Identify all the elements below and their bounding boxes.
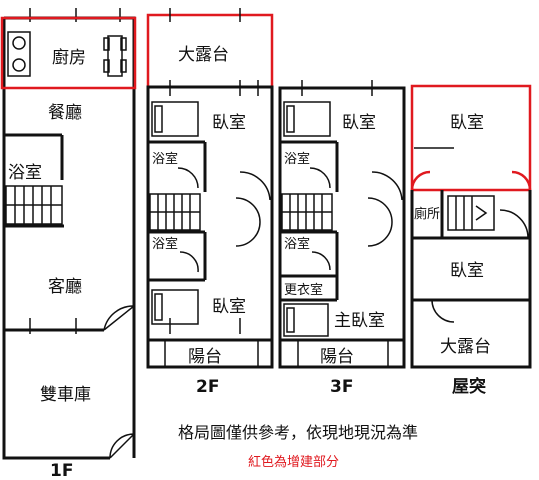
- pillow-icon: [286, 105, 295, 133]
- f1-kitchen-addition-outline: [0, 16, 137, 90]
- door-icon: [103, 305, 135, 331]
- door-icon: [309, 167, 331, 189]
- bed-icon: [151, 101, 199, 137]
- burner-icon: [12, 36, 26, 50]
- room-kitchen: 廚房: [52, 47, 86, 68]
- arrow-icon: [475, 205, 488, 221]
- room-bath: 浴室: [8, 163, 42, 183]
- chair-icon: [103, 59, 110, 73]
- addition-legend-note: 紅色為增建部分: [248, 454, 339, 470]
- floor-2f-plan: 大露台 臥室 浴室 浴室 臥室: [146, 8, 274, 397]
- floor-label-2f: 2F: [196, 377, 219, 397]
- dining-table-icon: [107, 35, 123, 77]
- door-icon: [239, 171, 271, 201]
- door-icon: [367, 197, 393, 247]
- f2-outer-wall: [146, 85, 274, 369]
- room-roof-bedroom-top: 臥室: [450, 113, 484, 133]
- floor-3f-plan: 臥室 浴室 浴室 更衣室 主臥室 陽台 3F: [278, 80, 406, 397]
- bed-icon: [283, 303, 329, 337]
- roof-bedroom-addition-outline: [410, 84, 532, 192]
- floor-1f-plan: 廚房 餐廳 浴室 客廳 雙車庫 1F: [0, 8, 137, 480]
- floor-roof-plan: 臥室 廁所 臥室 大露台 屋突: [410, 84, 532, 397]
- room-f3-closet: 更衣室: [284, 282, 323, 298]
- chair-icon: [103, 37, 110, 51]
- stove-icon: [7, 31, 31, 77]
- room-terrace: 大露台: [178, 45, 229, 65]
- door-icon: [499, 209, 529, 239]
- door-icon: [177, 167, 199, 189]
- floor-label-3f: 3F: [330, 377, 353, 397]
- room-garage: 雙車庫: [40, 385, 91, 405]
- room-bath-top: 浴室: [152, 151, 178, 167]
- chair-icon: [120, 37, 127, 51]
- chair-icon: [120, 59, 127, 73]
- room-f3-balcony: 陽台: [320, 347, 354, 367]
- room-roof-terrace: 大露台: [440, 337, 491, 357]
- door-icon: [371, 171, 403, 201]
- door-icon: [511, 170, 532, 191]
- door-icon: [410, 170, 431, 191]
- disclaimer-note: 格局圖僅供參考，依現地現況為準: [178, 423, 418, 442]
- door-icon: [431, 299, 455, 323]
- room-roof-toilet: 廁所: [414, 206, 440, 222]
- room-dining: 餐廳: [48, 103, 82, 123]
- pillow-icon: [154, 293, 163, 321]
- floor-label-roof: 屋突: [452, 376, 486, 397]
- f3-outer-wall: [278, 86, 406, 369]
- room-bath-mid: 浴室: [152, 236, 178, 252]
- roof-stairs-icon: [447, 195, 495, 231]
- room-f3-bath-mid: 浴室: [284, 236, 310, 252]
- room-roof-bedroom-mid: 臥室: [450, 261, 484, 281]
- pillow-icon: [286, 307, 295, 333]
- room-f3-master: 主臥室: [334, 311, 385, 331]
- room-f3-bath-top: 浴室: [284, 151, 310, 167]
- burner-icon: [12, 58, 26, 72]
- entrance-door-icon: [109, 433, 135, 459]
- door-icon: [311, 251, 331, 271]
- door-icon: [235, 197, 261, 247]
- roof-outer-wall: [410, 190, 532, 369]
- room-balcony: 陽台: [188, 347, 222, 367]
- room-bedroom-top: 臥室: [212, 113, 246, 133]
- bed-icon: [151, 289, 199, 325]
- pillow-icon: [154, 105, 163, 133]
- floor-label-1f: 1F: [50, 461, 73, 480]
- room-bedroom-bottom: 臥室: [212, 297, 246, 317]
- f1-outer-wall-left: [2, 18, 110, 460]
- bed-icon: [283, 101, 331, 137]
- door-icon: [179, 251, 199, 273]
- room-f3-bedroom: 臥室: [342, 113, 376, 133]
- room-living: 客廳: [48, 277, 82, 297]
